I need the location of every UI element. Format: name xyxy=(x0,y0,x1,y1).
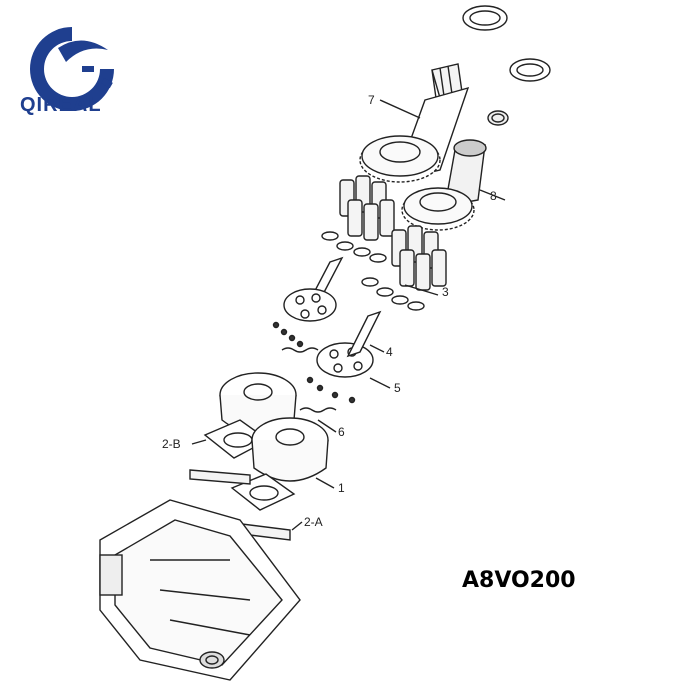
qireal-logo xyxy=(30,27,114,111)
callout-7: 7 xyxy=(368,93,375,107)
callout-3: 3 xyxy=(442,285,449,299)
callout-4: 4 xyxy=(386,345,393,359)
callout-2-b: 2-B xyxy=(162,437,181,451)
callout-6: 6 xyxy=(338,425,345,439)
callout-8: 8 xyxy=(490,189,497,203)
callout-1: 1 xyxy=(338,481,345,495)
callout-2-a: 2-A xyxy=(304,515,323,529)
model-number: A8VO200 xyxy=(462,568,576,593)
brand-name: QIREAL xyxy=(20,94,102,116)
callout-5: 5 xyxy=(394,381,401,395)
